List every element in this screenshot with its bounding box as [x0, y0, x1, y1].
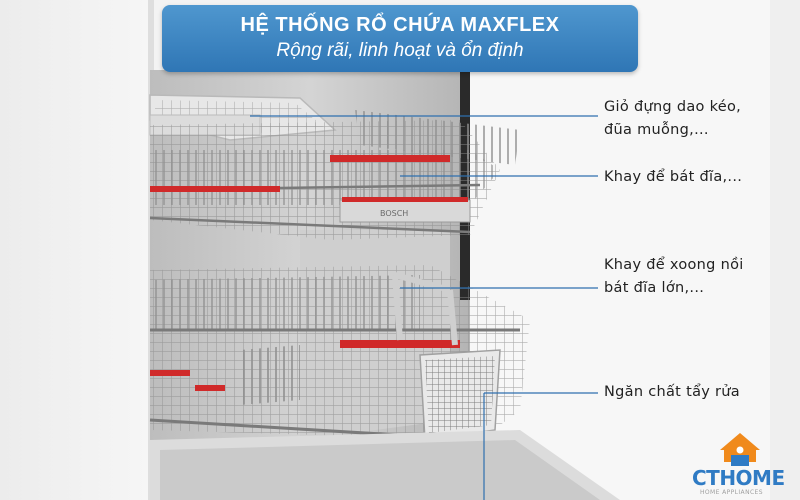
callout-detergent: Ngăn chất tẩy rửa [604, 381, 740, 404]
logo-tagline: HOME APPLIANCES [700, 489, 763, 496]
callout-line: bát đĩa lớn,... [604, 280, 705, 296]
callout-line: đũa muỗng,... [604, 122, 709, 138]
callout-line: Khay để xoong nồi [604, 257, 744, 273]
brand-plate: BOSCH [380, 209, 408, 218]
title-banner: HỆ THỐNG RỔ CHỨA MAXFLEX Rộng rãi, linh … [162, 5, 638, 72]
callout-pot-rack: Khay để xoong nồi bát đĩa lớn,... [604, 254, 744, 300]
right-cabinet [470, 0, 800, 500]
callout-dish-rack: Khay để bát đĩa,... [604, 166, 742, 189]
house-icon [720, 433, 760, 466]
callout-lines [250, 115, 598, 500]
banner-title: HỆ THỐNG RỔ CHỨA MAXFLEX [240, 14, 560, 36]
callout-line: Ngăn chất tẩy rửa [604, 384, 740, 400]
callout-line: Khay để bát đĩa,... [604, 169, 743, 185]
cthome-logo: CTHOME HOME APPLIANCES [688, 428, 796, 498]
cutlery-basket [419, 349, 501, 441]
left-cabinet [0, 0, 150, 500]
logo-name: CTHOME [692, 466, 785, 490]
banner-subtitle: Rộng rãi, linh hoạt và ổn định [276, 40, 524, 61]
upper-rack: BOSCH [149, 110, 520, 240]
callout-cutlery-tray: Giỏ đựng dao kéo, đũa muỗng,... [604, 96, 741, 142]
callout-line: Giỏ đựng dao kéo, [604, 99, 742, 115]
